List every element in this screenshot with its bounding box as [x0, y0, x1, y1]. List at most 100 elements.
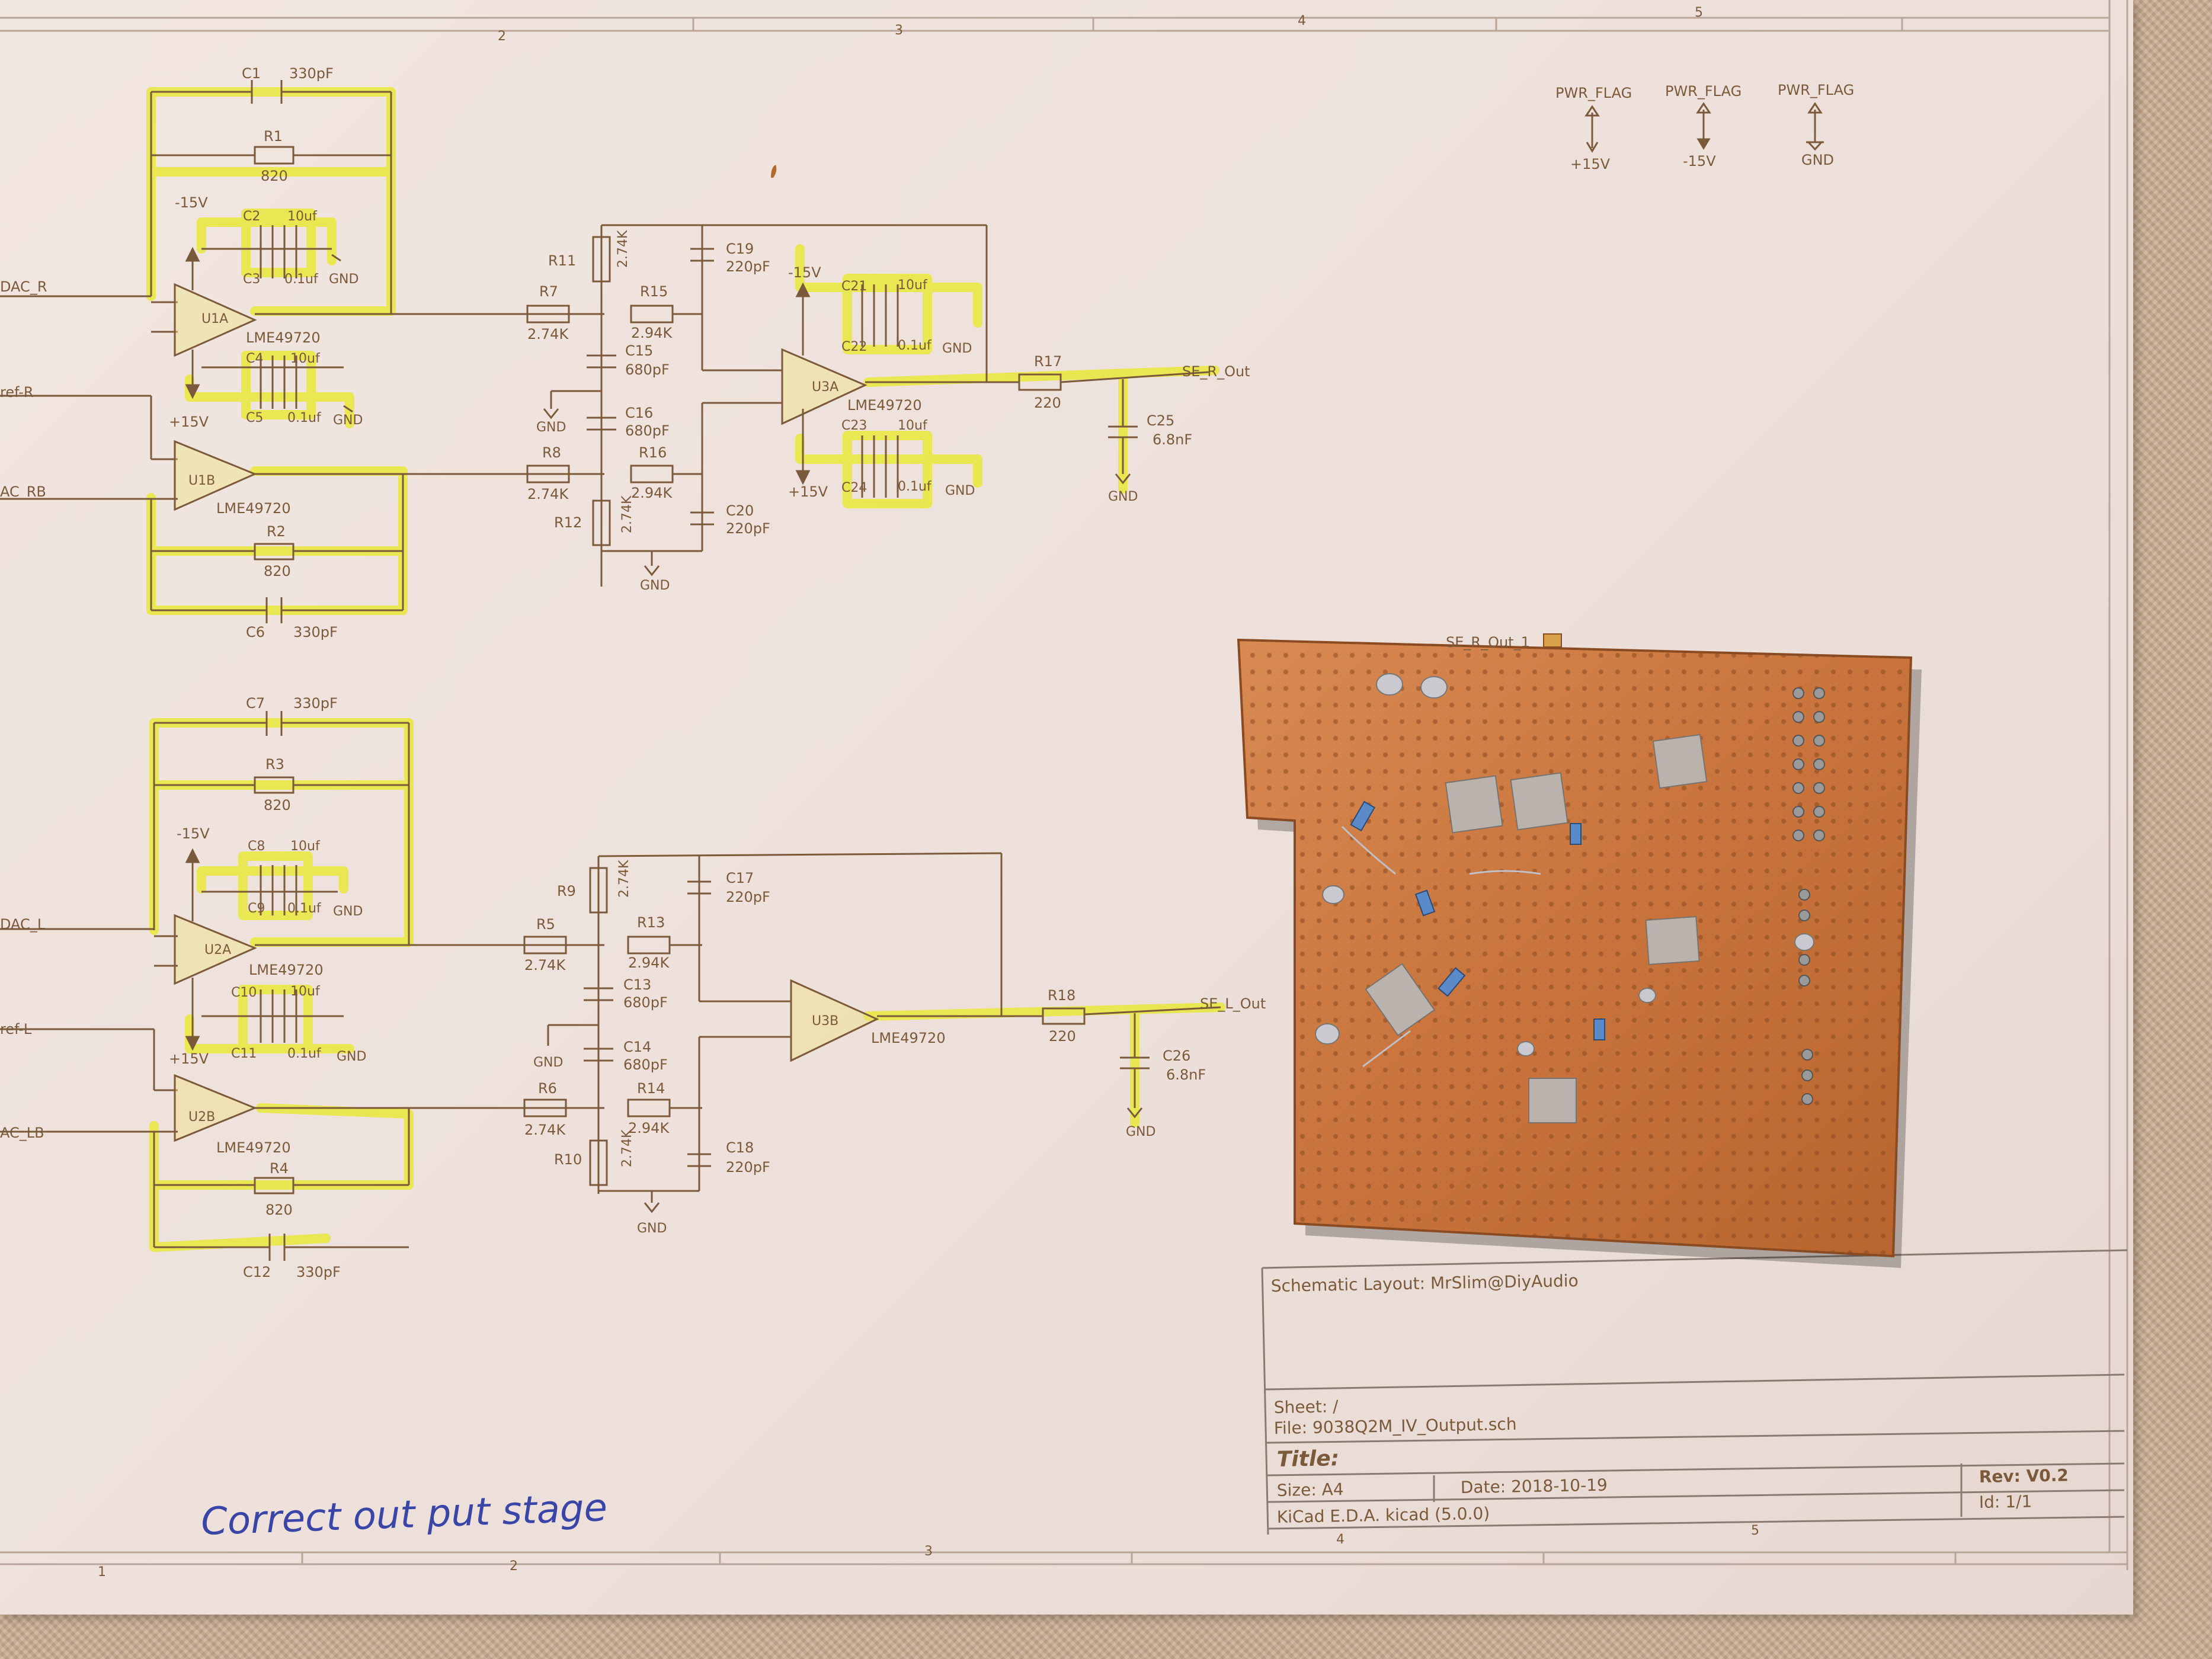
pcb-film-capacitors	[1365, 734, 1708, 1123]
frame-number-3: 3	[895, 23, 903, 38]
r10-value: 2.74K	[620, 1129, 635, 1167]
r3-ref: R3	[265, 756, 284, 773]
title-block-size: Size: A4	[1277, 1479, 1344, 1500]
c24-value: 0.1uf	[898, 479, 932, 494]
r9-ref: R9	[557, 883, 576, 899]
title-block-lines	[1261, 1249, 2128, 1535]
c12-value: 330pF	[296, 1264, 341, 1280]
u3b-ref: U3B	[812, 1014, 838, 1029]
se-r-out-label: SE_R_Out	[1182, 363, 1250, 380]
u1b-part: LME49720	[216, 500, 291, 517]
c16-value: 680pF	[625, 422, 670, 439]
r9-value: 2.74K	[617, 860, 632, 898]
r7-value: 2.74K	[527, 326, 569, 342]
pwr-flag-net-2: -15V	[1683, 153, 1716, 169]
pwr-flag-label-3: PWR_FLAG	[1778, 82, 1854, 98]
pcb-wires	[1341, 825, 1541, 1068]
title-block-rev: Rev: V0.2	[1979, 1465, 2069, 1487]
u2a-part: LME49720	[249, 962, 324, 978]
u3b-part: LME49720	[871, 1030, 946, 1046]
r8-value: 2.74K	[527, 486, 569, 502]
left-channel-wires	[0, 711, 1221, 1261]
gnd-label-r4: GND	[640, 578, 670, 593]
pcb-solder-joints	[1315, 673, 1814, 1056]
r4-value: 820	[265, 1202, 293, 1218]
r2-ref: R2	[267, 523, 286, 540]
c13-value: 680pF	[623, 994, 668, 1011]
c6-ref: C6	[246, 624, 265, 640]
c18-value: 220pF	[726, 1159, 770, 1176]
c24-ref: C24	[841, 481, 867, 495]
pcb-tab	[1543, 633, 1562, 648]
input-dac-r: DAC_R	[0, 278, 47, 295]
r6-value: 2.74K	[524, 1122, 566, 1138]
gnd-label-r1: GND	[329, 272, 358, 287]
u3a-part: LME49720	[847, 397, 922, 414]
c20-ref: C20	[726, 502, 754, 519]
pwr-flag-net-1: +15V	[1570, 156, 1611, 172]
u1a-ref: U1A	[201, 312, 228, 326]
c3-ref: C3	[243, 272, 260, 287]
frame-number-bottom-4: 4	[1336, 1532, 1345, 1547]
c9-ref: C9	[248, 901, 265, 916]
c15-ref: C15	[625, 342, 653, 359]
r16-value: 2.94K	[631, 485, 673, 501]
c19-ref: C19	[726, 241, 754, 257]
c17-ref: C17	[726, 870, 754, 886]
gnd-label-l5: GND	[1126, 1125, 1155, 1139]
frame-number-4: 4	[1298, 14, 1306, 28]
c25-value: 6.8nF	[1153, 431, 1192, 448]
se-l-out-label: SE_L_Out	[1200, 995, 1266, 1012]
pos15-label-r1: +15V	[169, 414, 209, 430]
r14-ref: R14	[637, 1080, 665, 1097]
c8-ref: C8	[248, 839, 265, 854]
frame-number-bottom-1: 1	[98, 1565, 106, 1580]
r1-ref: R1	[264, 128, 283, 145]
c21-value: 10uf	[898, 278, 928, 293]
c7-value: 330pF	[293, 695, 338, 712]
r11-value: 2.74K	[616, 230, 630, 268]
r8-ref: R8	[542, 444, 561, 461]
r15-ref: R15	[640, 283, 668, 300]
title-block-date: Date: 2018-10-19	[1461, 1475, 1608, 1497]
u2a-ref: U2A	[204, 943, 231, 957]
frame-number-bottom-3: 3	[924, 1544, 933, 1559]
c25-ref: C25	[1147, 412, 1174, 429]
right-channel-wires	[0, 80, 1209, 623]
c26-value: 6.8nF	[1166, 1066, 1206, 1083]
r5-value: 2.74K	[524, 957, 566, 973]
c26-ref: C26	[1163, 1048, 1190, 1064]
title-block-id: Id: 1/1	[1979, 1491, 2032, 1512]
frame-number-5: 5	[1695, 5, 1703, 20]
u1a-part: LME49720	[246, 329, 321, 346]
r7-ref: R7	[539, 283, 558, 300]
u2b-part: LME49720	[216, 1139, 291, 1156]
pos15-label-r2: +15V	[788, 483, 828, 500]
c5-value: 0.1uf	[287, 411, 322, 425]
pwr-flag-net-3: GND	[1801, 152, 1834, 168]
c9-value: 0.1uf	[287, 901, 322, 916]
c11-ref: C11	[231, 1046, 257, 1061]
r14-value: 2.94K	[628, 1120, 670, 1136]
c11-value: 0.1uf	[287, 1046, 322, 1061]
input-ref-l: ref-L	[0, 1021, 32, 1037]
c5-ref: C5	[246, 411, 263, 425]
pcb-resistors	[1350, 800, 1605, 1040]
r4-ref: R4	[270, 1160, 289, 1177]
pcb-header-pins	[1792, 687, 1825, 1105]
c21-ref: C21	[841, 279, 867, 294]
gnd-label-r3: GND	[536, 420, 566, 435]
r18-value: 220	[1049, 1028, 1076, 1045]
c19-value: 220pF	[726, 258, 770, 275]
c14-ref: C14	[623, 1039, 651, 1055]
r5-ref: R5	[536, 916, 555, 933]
c2-value: 10uf	[287, 209, 318, 224]
neg15-label-r2: -15V	[788, 264, 821, 281]
c4-ref: C4	[246, 351, 263, 366]
c1-ref: C1	[242, 65, 261, 82]
r18-ref: R18	[1048, 987, 1075, 1004]
r16-ref: R16	[639, 444, 667, 461]
